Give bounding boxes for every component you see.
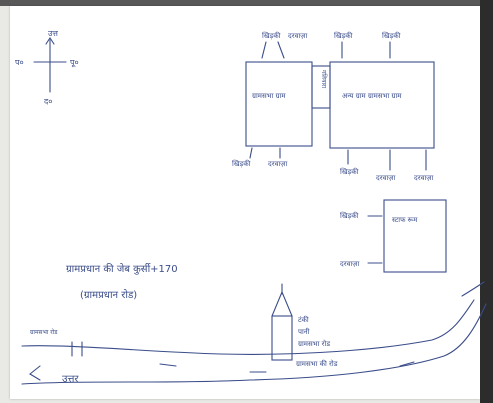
tower-roof — [271, 290, 293, 317]
small-room: स्टाफ रूम खिड़की दरवाज़ा — [340, 199, 447, 273]
right-room-outline — [329, 61, 435, 149]
photo-edge-top — [0, 0, 493, 6]
tower-label-2: पानी — [298, 327, 310, 336]
note-line-2: (ग्रामप्रधान रोड) — [80, 289, 137, 301]
tower-label-1: टंकी — [298, 315, 309, 324]
note-line-1: ग्रामप्रधान की जेब कुर्सी+170 — [66, 263, 178, 275]
road-left-label: ग्रामसभा रोड — [30, 328, 58, 336]
road-upper-edge — [21, 299, 475, 355]
road-direction-arrow-1 — [159, 363, 177, 367]
compass-north-arrow — [45, 37, 55, 45]
top-left-door-label: दरवाज़ा — [288, 32, 307, 40]
road-left-arrow — [29, 365, 41, 381]
handwritten-note: ग्रामप्रधान की जेब कुर्सी+170 (ग्रामप्रध… — [66, 263, 178, 301]
left-room-label: ग्रामसभा ग्राम — [252, 92, 286, 100]
top-left-window-label: खिड़की — [262, 31, 281, 40]
left-room-outline — [245, 61, 313, 147]
road-name-label: ग्रामसभा की रोड — [296, 359, 338, 368]
right-room-label: अन्य ग्राम ग्रामसभा ग्राम — [342, 92, 402, 100]
compass-rose: उत्त प० पू० द० — [15, 29, 79, 106]
compass-south-label: द० — [44, 97, 52, 106]
bottom-left-door-label: दरवाज़ा — [268, 160, 287, 168]
top-right-window-label-2: खिड़की — [382, 31, 401, 40]
top-right-window-label-1: खिड़की — [334, 31, 353, 40]
road-bottom-left-label: उत्तर — [62, 374, 79, 385]
corridor-label: गलियारा — [320, 70, 328, 88]
small-room-door-label: दरवाज़ा — [340, 260, 359, 268]
road-lower-edge — [21, 303, 487, 385]
paper-sheet — [10, 6, 480, 399]
bottom-left-arrow-1 — [249, 147, 253, 159]
bottom-right-door-label-1: दरवाज़ा — [376, 174, 395, 182]
bottom-left-window-label: खिड़की — [232, 159, 251, 168]
tower-label-3: ग्रामसभा रोड — [298, 339, 330, 348]
road-branch-upper — [461, 281, 485, 297]
photo-edge-right — [480, 0, 493, 403]
bottom-right-door-label-2: दरवाज़ा — [414, 174, 433, 182]
main-building: ग्रामसभा ग्राम गलियारा अन्य ग्राम ग्रामस… — [232, 31, 435, 182]
compass-west-label: प० — [15, 58, 24, 67]
small-room-window-label: खिड़की — [340, 211, 359, 220]
bottom-right-window-label: खिड़की — [340, 167, 359, 176]
small-room-label: स्टाफ रूम — [392, 216, 418, 224]
tower-body — [271, 315, 293, 361]
compass-east-label: पू० — [70, 58, 79, 68]
road: ग्रामसभा रोड उत्तर ग्रामसभा की रोड — [21, 281, 487, 385]
road-direction-arrow-3 — [399, 361, 415, 367]
compass-north-label: उत्त — [48, 29, 58, 38]
top-left-arrow-1 — [261, 41, 267, 59]
water-tower: टंकी पानी ग्रामसभा रोड — [271, 283, 330, 361]
top-left-arrow-2 — [277, 41, 285, 59]
small-room-outline — [383, 199, 447, 273]
